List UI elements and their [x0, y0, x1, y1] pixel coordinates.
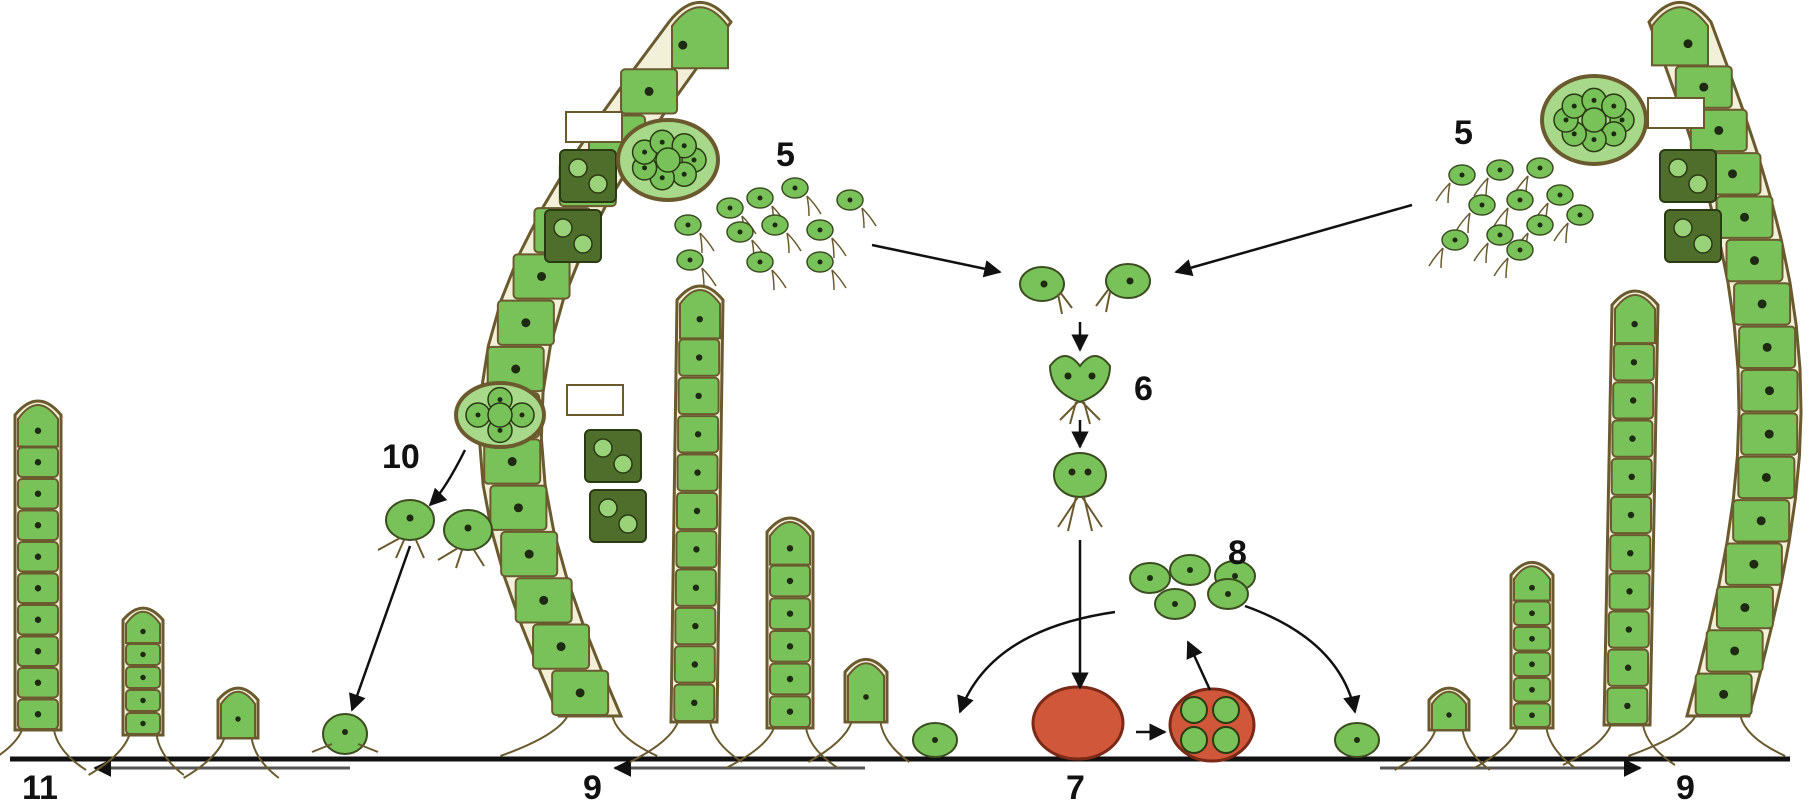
settled-spore-right [1335, 723, 1379, 757]
filament-young-5 [1474, 562, 1575, 768]
filament-germling-1 [184, 688, 279, 778]
dividing-cell [1665, 210, 1721, 262]
label-zygote-stage: 6 [1134, 372, 1153, 406]
settled-spore-left [913, 723, 957, 757]
zoospore [1474, 225, 1513, 263]
sporangium-spore [656, 148, 680, 172]
zoospore [807, 220, 846, 258]
filament-young-6 [1563, 291, 1675, 765]
zoospore [747, 252, 786, 290]
dividing-cell [585, 430, 641, 482]
label-growth-left: 11 [22, 771, 58, 805]
empty-cell-right [1648, 98, 1704, 128]
zygospore [1033, 687, 1123, 759]
zoospore [675, 215, 714, 253]
label-zoospores-left: 5 [776, 138, 795, 172]
zoospore [837, 190, 876, 228]
label-growth-right: 9 [1676, 771, 1695, 805]
filament-germling-2 [808, 659, 909, 762]
zoospore [1436, 165, 1475, 203]
label-zygospore: 7 [1066, 771, 1085, 805]
zoospore [807, 252, 846, 290]
filament-young-2 [89, 608, 184, 775]
zoospore [1554, 205, 1593, 243]
dividing-cell [590, 490, 646, 542]
gamete-pair [1020, 264, 1150, 314]
zoosporangium-left [618, 120, 718, 200]
zoosporangium-right [1542, 76, 1646, 164]
settled-aplanospore [312, 714, 378, 754]
label-growth-middle: 9 [583, 771, 602, 805]
zoospore [1474, 160, 1513, 198]
empty-cell-left [566, 112, 622, 142]
germinating-zygospore [1170, 689, 1254, 761]
label-aplanospores: 10 [382, 440, 420, 474]
filament-young-1 [0, 401, 86, 770]
sporangium-spore [488, 403, 512, 427]
zoospore [762, 215, 801, 253]
zoospore [1456, 195, 1495, 233]
empty-cell-mid [567, 385, 623, 415]
aplanosporangium [456, 383, 544, 447]
dividing-cell [560, 150, 616, 202]
filament-young-4 [726, 518, 838, 768]
label-meiospores: 8 [1228, 536, 1247, 570]
dividing-cell [545, 210, 601, 262]
aplanospores [378, 500, 492, 568]
zoospore [677, 250, 716, 288]
quadriflagellate-zygote [1054, 453, 1106, 531]
fusing-zygote [1050, 356, 1110, 424]
filaments [0, 2, 1801, 778]
zoospore [1429, 230, 1468, 268]
label-zoospores-right: 5 [1454, 116, 1473, 150]
zoospore [782, 178, 821, 216]
sporangium-spore [1582, 108, 1606, 132]
dividing-cell [1660, 150, 1716, 202]
